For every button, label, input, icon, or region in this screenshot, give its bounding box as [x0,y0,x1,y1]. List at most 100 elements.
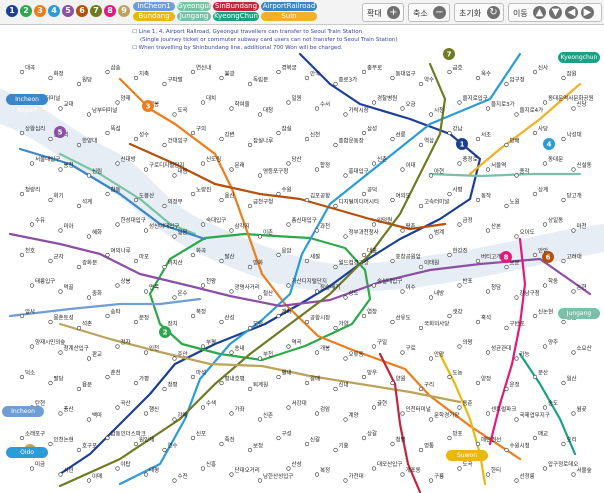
station-node[interactable] [257,234,263,239]
station-node[interactable] [571,228,576,233]
station-node[interactable] [143,167,149,172]
station-node[interactable] [276,374,281,380]
station-node[interactable] [48,197,53,203]
station-node[interactable] [333,81,338,87]
station-node[interactable] [314,472,320,477]
station-node[interactable] [162,264,167,270]
station-node[interactable] [105,130,110,136]
station-node[interactable] [58,228,63,233]
station-node[interactable] [343,234,348,239]
station-node[interactable] [457,222,462,227]
station-node[interactable] [48,75,53,81]
station-node[interactable] [105,374,110,380]
station-node[interactable] [542,283,548,288]
zoom-in-icon[interactable]: + [387,6,400,19]
station-node[interactable] [571,289,576,294]
station-node[interactable] [219,258,224,264]
station-node[interactable] [400,228,405,233]
kyeongchun-line-button[interactable]: KyeongChun [213,12,259,21]
station-node[interactable] [304,380,310,386]
station-node[interactable] [314,228,320,233]
station-node[interactable] [371,100,377,105]
station-node[interactable] [200,100,206,105]
station-node[interactable] [58,106,63,111]
station-node[interactable] [428,295,434,300]
station-node[interactable] [76,447,82,453]
station-node[interactable] [133,75,139,81]
station-node[interactable] [418,447,424,453]
station-node[interactable] [200,161,206,166]
station-node[interactable] [172,295,177,300]
station-node[interactable] [475,380,481,386]
station-node[interactable] [286,161,291,166]
station-node[interactable] [115,100,120,105]
station-node[interactable] [361,130,367,136]
station-node[interactable] [571,106,576,111]
move-up-icon[interactable]: ▲ [533,6,546,19]
station-node[interactable] [514,112,519,117]
station-node[interactable] [571,167,576,172]
station-node[interactable] [361,313,367,319]
station-node[interactable] [133,380,139,386]
station-node[interactable] [190,435,196,441]
station-node[interactable] [190,374,196,380]
station-node[interactable] [561,380,566,386]
station-node[interactable] [247,203,253,209]
station-node[interactable] [532,69,538,75]
station-node[interactable] [371,161,377,166]
station-node[interactable] [457,100,462,105]
station-node[interactable] [475,75,481,81]
station-node[interactable] [561,75,566,81]
station-node[interactable] [162,447,167,453]
station-node[interactable] [29,344,35,349]
station-node[interactable] [86,417,92,422]
station-node[interactable] [133,197,139,203]
station-node[interactable] [172,234,177,239]
station-node[interactable] [190,313,196,319]
station-node[interactable] [29,222,35,227]
station-node[interactable] [390,136,395,142]
line-2-button[interactable]: 2 [20,5,32,17]
station-node[interactable] [76,81,82,87]
station-node[interactable] [314,167,320,172]
station-node[interactable] [428,356,434,361]
sinbundang-line-button[interactable]: SinBundang [213,2,259,11]
station-node[interactable] [257,478,263,483]
station-node[interactable] [561,197,566,203]
subway-map[interactable]: 대곡화정원당삼송지축구파발연신내불광독립문경복궁안국종로3가충무로동대입구약수금… [0,24,604,493]
station-node[interactable] [115,466,120,471]
station-node[interactable] [304,136,310,142]
line-8-button[interactable]: 8 [104,5,116,17]
station-node[interactable] [229,350,234,355]
station-node[interactable] [48,258,53,264]
station-node[interactable] [333,325,338,331]
station-node[interactable] [162,386,167,392]
station-node[interactable] [418,81,424,87]
station-node[interactable] [418,386,424,392]
station-node[interactable] [504,81,509,87]
station-node[interactable] [475,136,481,142]
station-node[interactable] [400,106,405,111]
station-node[interactable] [504,447,509,453]
station-node[interactable] [485,472,491,477]
station-node[interactable] [229,472,234,477]
station-node[interactable] [457,466,462,471]
station-node[interactable] [532,313,538,319]
station-node[interactable] [485,228,491,233]
station-node[interactable] [257,356,263,361]
station-node[interactable] [418,142,424,148]
station-node[interactable] [48,380,53,386]
station-node[interactable] [133,319,139,325]
station-node[interactable] [514,417,519,422]
station-node[interactable] [19,191,25,197]
station-node[interactable] [190,130,196,136]
station-node[interactable] [504,325,509,331]
gyeongui-line-button[interactable]: Gyeongui [177,2,211,11]
station-node[interactable] [219,197,224,203]
station-node[interactable] [190,69,196,75]
station-node[interactable] [286,222,291,227]
station-node[interactable] [542,100,548,105]
station-node[interactable] [133,441,139,447]
station-node[interactable] [343,478,348,483]
station-node[interactable] [314,106,320,111]
